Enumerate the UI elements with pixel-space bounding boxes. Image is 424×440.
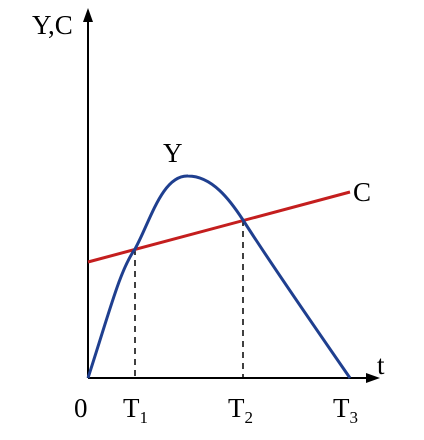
c-line bbox=[87, 190, 351, 264]
y-curve-label: Y bbox=[163, 138, 183, 168]
c-line-label: C bbox=[353, 177, 371, 207]
tick-label-t3: T3 bbox=[333, 393, 358, 427]
origin-label: 0 bbox=[74, 393, 88, 423]
x-axis-label: t bbox=[377, 350, 385, 380]
tick-label-t1: T1 bbox=[123, 393, 148, 427]
x-axis-arrowhead bbox=[366, 373, 380, 383]
y-axis-label: Y,C bbox=[32, 10, 73, 40]
tick-label-t2: T2 bbox=[228, 393, 253, 427]
y-axis-arrowhead bbox=[83, 8, 93, 22]
y-curve bbox=[86, 174, 352, 379]
